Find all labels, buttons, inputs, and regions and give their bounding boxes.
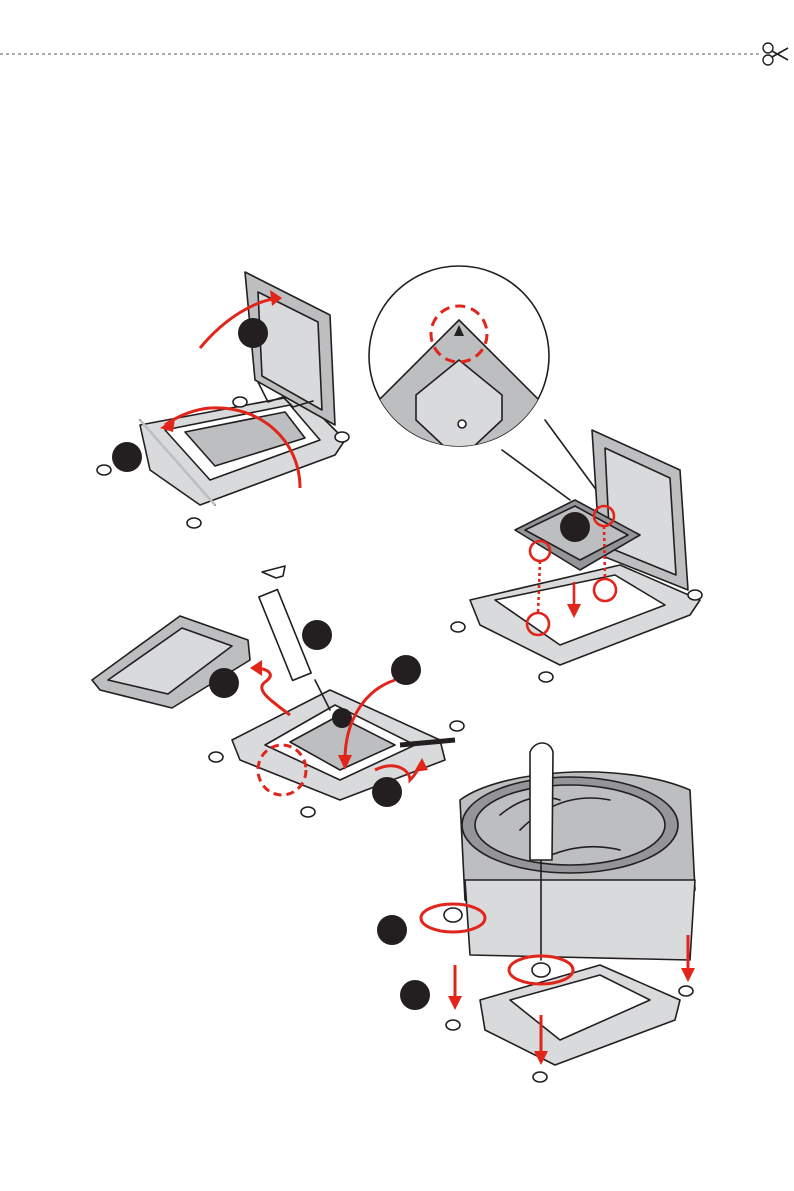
- step-badge-6: [391, 655, 421, 685]
- step-badge-7: [372, 777, 402, 807]
- step-badge-1: [238, 318, 268, 348]
- step-badge-9: [400, 980, 430, 1010]
- panel-install-cooler: [377, 743, 695, 1082]
- panel-cpu-orientation: [338, 266, 702, 682]
- panel-apply-paste: [92, 566, 464, 817]
- cut-guide: [0, 43, 788, 65]
- step-badge-5: [209, 668, 239, 698]
- step-badge-4: [302, 620, 332, 650]
- step-badge-3: [560, 512, 590, 542]
- scissors-icon: [763, 43, 788, 65]
- panel-open-socket: [97, 272, 349, 528]
- step-badge-2: [112, 442, 142, 472]
- step-badge-8: [377, 915, 407, 945]
